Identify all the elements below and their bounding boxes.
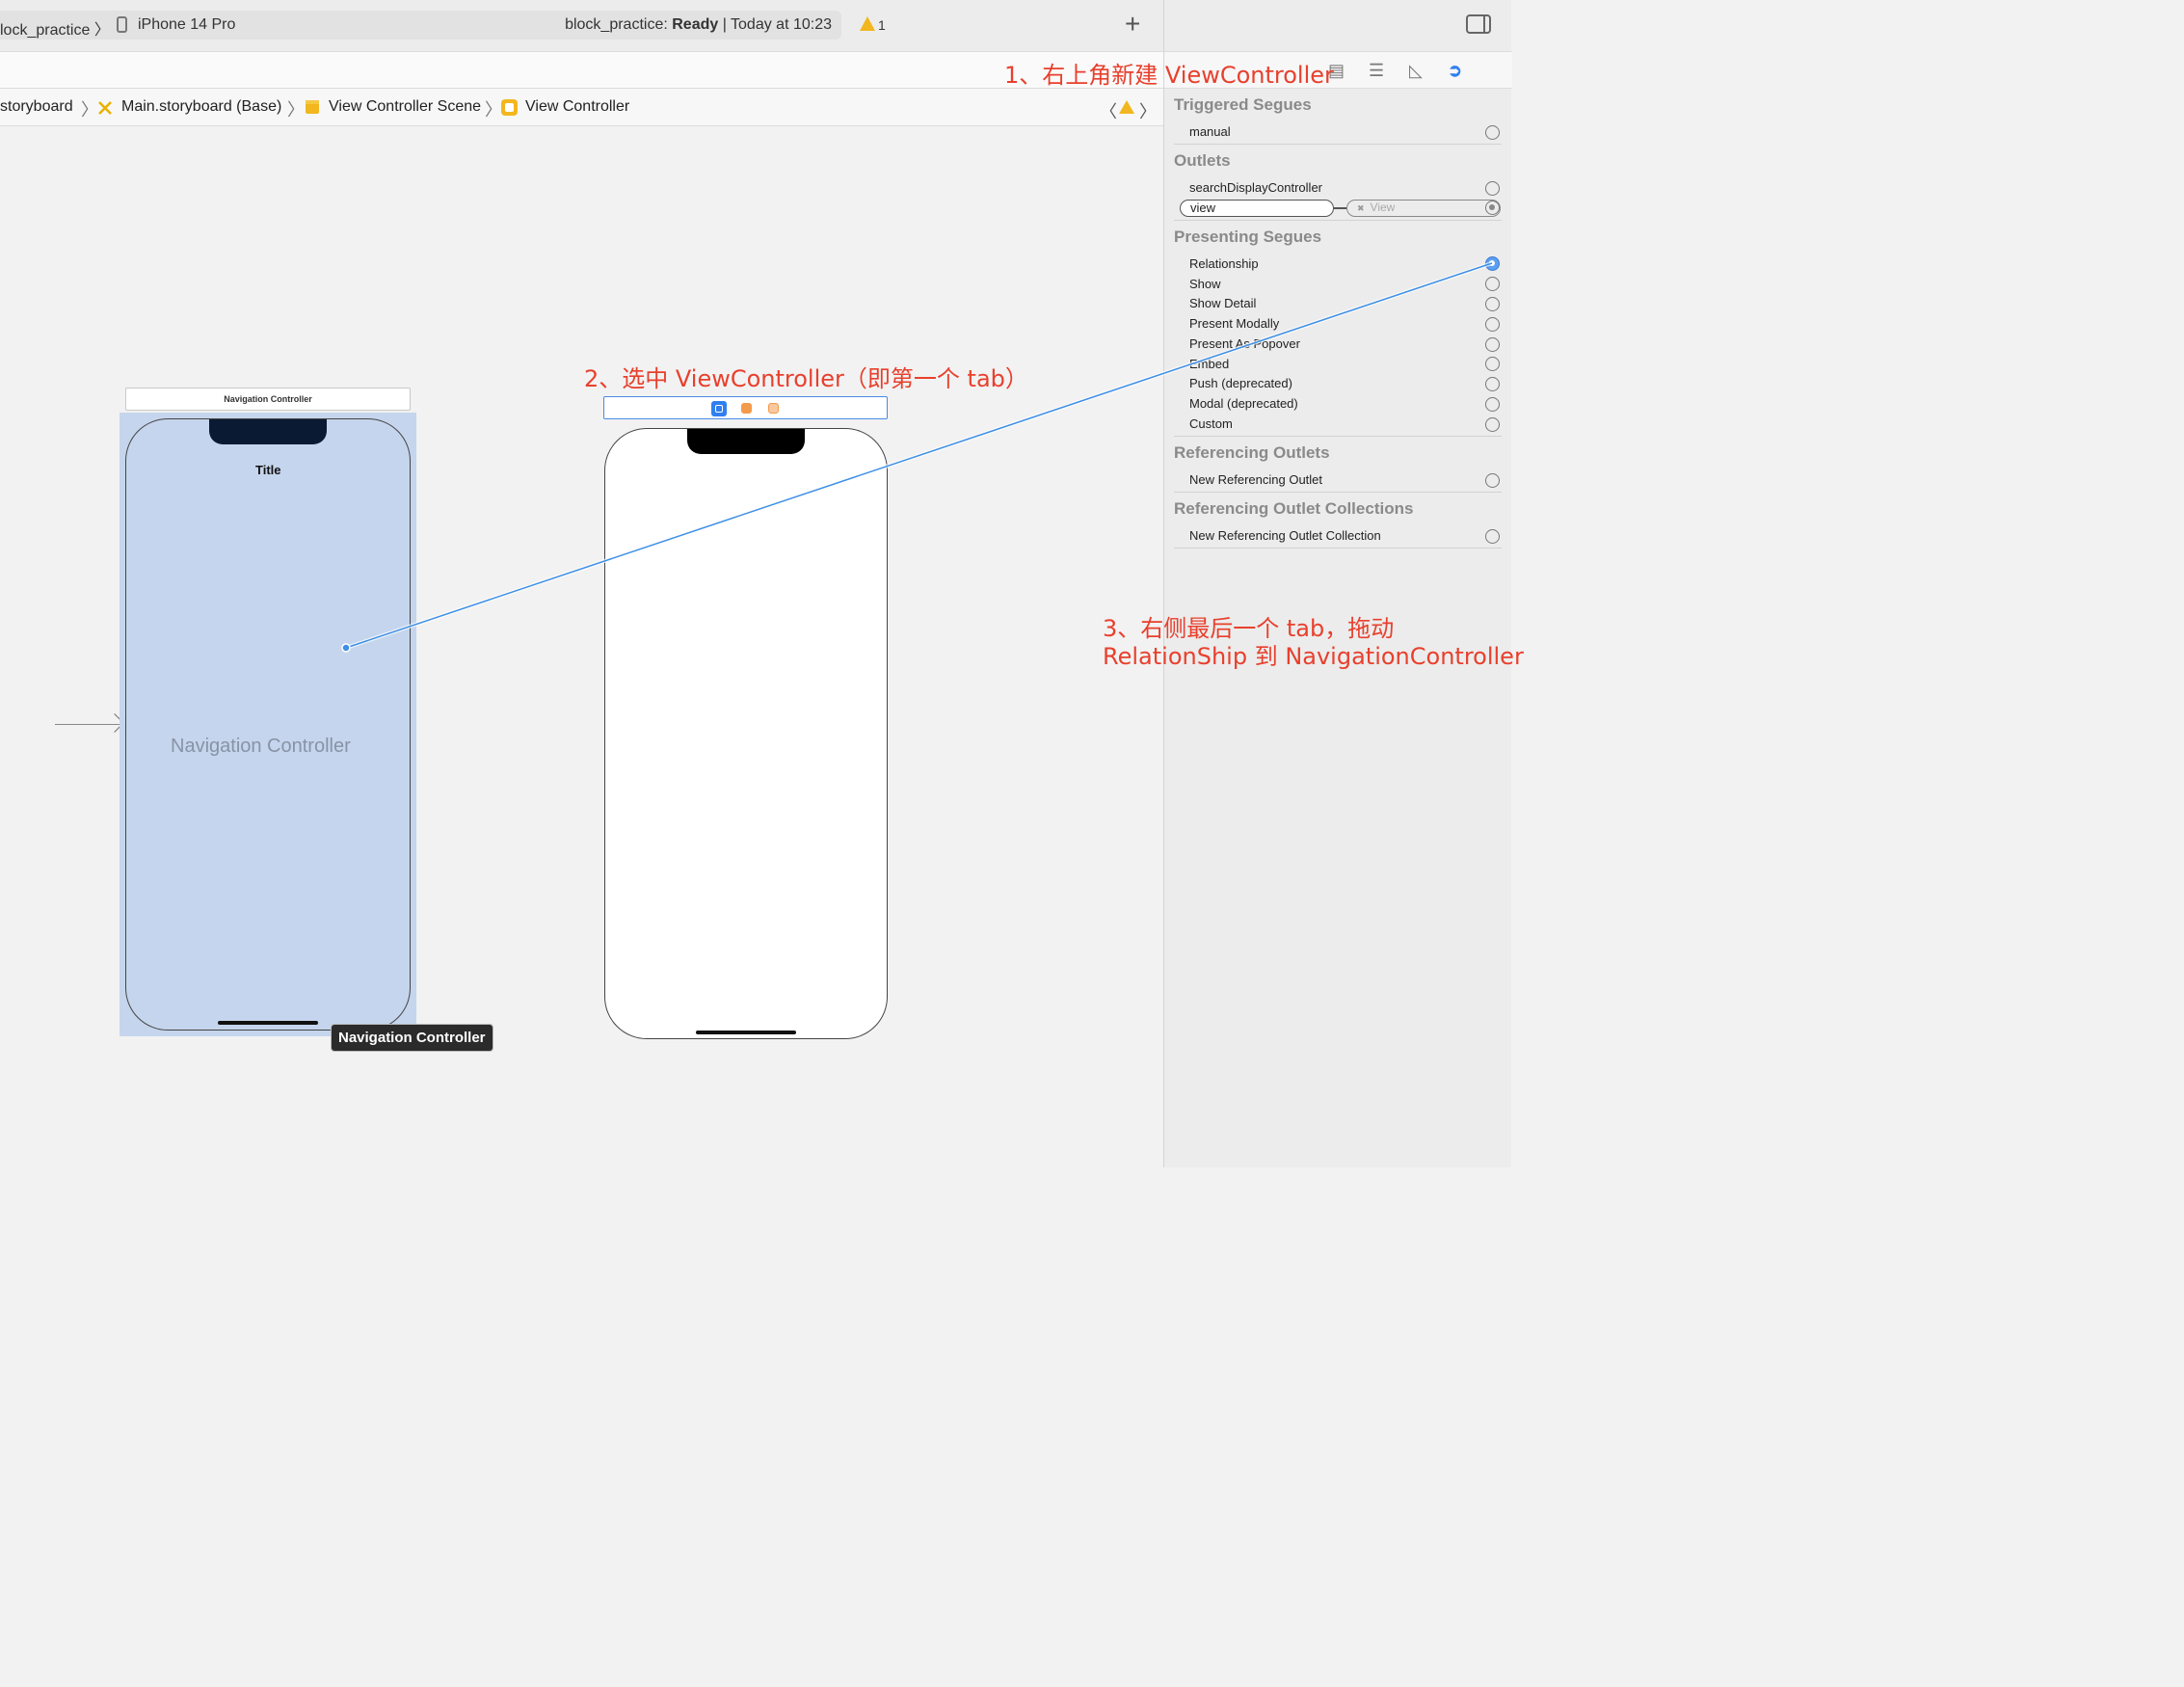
- inspector-top-bar: [1164, 0, 1512, 51]
- home-indicator: [218, 1021, 318, 1025]
- triggered-segues-title: Triggered Segues: [1174, 95, 1312, 114]
- segue-row-show-detail: Show Detail: [1189, 296, 1257, 310]
- segue-row-custom: Custom: [1189, 416, 1233, 431]
- warning-icon[interactable]: [1119, 100, 1134, 114]
- connection-line: [1334, 207, 1347, 209]
- connections-inspector-icon[interactable]: ➲: [1448, 61, 1463, 80]
- sidebar-toggle-icon[interactable]: [1466, 14, 1491, 34]
- breadcrumb: storyboard 〉 Main.storyboard (Base) 〉 Vi…: [0, 89, 1163, 126]
- toolbar: lock_practice 〉 iPhone 14 Pro block_prac…: [0, 0, 1163, 51]
- connection-circle[interactable]: [1485, 297, 1500, 311]
- navigation-controller-device-frame[interactable]: Title Navigation Controller: [125, 418, 411, 1031]
- navigation-controller-scene-header[interactable]: Navigation Controller: [125, 388, 411, 411]
- segue-row-present-as-popover: Present As Popover: [1189, 336, 1300, 351]
- iphone-icon: [117, 16, 127, 33]
- scene-icon: [306, 100, 319, 114]
- activity-view: [0, 11, 841, 40]
- annotation-step-3-line-1: 3、右侧最后一个 tab，拖动: [1103, 615, 1395, 642]
- navigation-controller-placeholder: Navigation Controller: [171, 736, 351, 757]
- connection-circle[interactable]: [1485, 473, 1500, 488]
- breadcrumb-item-scene[interactable]: View Controller Scene: [329, 98, 482, 115]
- connection-circle[interactable]: [1485, 277, 1500, 291]
- scheme-selector[interactable]: lock_practice 〉: [0, 22, 110, 39]
- connection-circle-active[interactable]: [1485, 256, 1500, 271]
- divider: [1174, 436, 1502, 437]
- breadcrumb-item-view-controller[interactable]: View Controller: [525, 98, 630, 115]
- tooltip: Navigation Controller: [331, 1024, 493, 1052]
- segue-row-embed: Embed: [1189, 357, 1230, 371]
- entry-point-arrow[interactable]: [55, 724, 122, 725]
- view-controller-scene-header[interactable]: [603, 396, 888, 419]
- referencing-outlet-collections-title: Referencing Outlet Collections: [1174, 499, 1414, 518]
- warning-icon[interactable]: [860, 16, 875, 31]
- breadcrumb-item-main-storyboard[interactable]: Main.storyboard (Base): [121, 98, 282, 115]
- outlet-view[interactable]: view: [1180, 200, 1334, 217]
- outlets-title: Outlets: [1174, 151, 1231, 170]
- ruler-icon[interactable]: ◺: [1409, 61, 1423, 80]
- segue-row-relationship: Relationship: [1189, 256, 1259, 271]
- divider: [1174, 220, 1502, 221]
- segue-row-present-modally: Present Modally: [1189, 316, 1280, 331]
- exit-icon[interactable]: [768, 403, 779, 414]
- presenting-segues-title: Presenting Segues: [1174, 228, 1322, 246]
- chevron-right-icon: 〉: [485, 100, 502, 120]
- build-status: block_practice: Ready | Today at 10:23: [565, 16, 832, 33]
- connection-circle[interactable]: [1485, 181, 1500, 196]
- add-button[interactable]: +: [1125, 9, 1141, 39]
- divider: [1174, 548, 1502, 549]
- warning-count[interactable]: 1: [878, 17, 886, 33]
- chevron-right-icon: 〉: [287, 100, 305, 120]
- storyboard-icon: [98, 101, 112, 115]
- view-controller-icon: [501, 99, 518, 116]
- connection-circle[interactable]: [1485, 377, 1500, 391]
- referencing-outlets-title: Referencing Outlets: [1174, 443, 1330, 462]
- attributes-inspector-icon[interactable]: ▤: [1328, 61, 1345, 80]
- size-inspector-icon[interactable]: ☰: [1369, 61, 1385, 80]
- device-notch: [209, 419, 327, 444]
- inspector-tabs: ▤ ☰ ◺ ➲: [1164, 51, 1512, 89]
- outlet-view-target[interactable]: ✖View: [1346, 200, 1501, 217]
- annotation-step-2: 2、选中 ViewController（即第一个 tab）: [584, 365, 1028, 392]
- segue-row-show: Show: [1189, 277, 1221, 291]
- breadcrumb-item-storyboard-folder[interactable]: storyboard: [0, 98, 73, 115]
- connection-circle-connected[interactable]: [1485, 201, 1500, 215]
- connection-circle[interactable]: [1485, 337, 1500, 352]
- device-notch: [687, 429, 805, 454]
- new-referencing-outlet-collection: New Referencing Outlet Collection: [1189, 528, 1381, 543]
- connection-circle[interactable]: [1485, 417, 1500, 432]
- annotation-step-3-line-2: RelationShip 到 NavigationController: [1103, 643, 1524, 670]
- divider: [1174, 144, 1502, 145]
- view-controller-icon[interactable]: [711, 401, 727, 416]
- editor-tab-bar: [0, 51, 1163, 89]
- divider: [1174, 492, 1502, 493]
- chevron-left-icon[interactable]: 〈: [1100, 102, 1117, 121]
- connection-circle[interactable]: [1485, 317, 1500, 332]
- navigation-bar-title: Title: [255, 463, 281, 477]
- home-indicator: [696, 1031, 796, 1034]
- device-selector[interactable]: iPhone 14 Pro: [138, 16, 236, 33]
- chevron-right-icon: 〉: [81, 100, 98, 120]
- segue-row-manual: manual: [1189, 124, 1231, 139]
- outlet-row-search-display-controller: searchDisplayController: [1189, 180, 1322, 195]
- segue-row-modal: Modal (deprecated): [1189, 396, 1298, 411]
- close-icon[interactable]: ✖: [1357, 203, 1365, 213]
- storyboard-canvas[interactable]: Navigation Controller Title Navigation C…: [0, 126, 1163, 1167]
- connection-circle[interactable]: [1485, 397, 1500, 412]
- connection-circle[interactable]: [1485, 125, 1500, 140]
- connection-circle[interactable]: [1485, 529, 1500, 544]
- inspector-panel: ▤ ☰ ◺ ➲ Triggered Segues manual Outlets …: [1163, 0, 1512, 1167]
- chevron-right-icon[interactable]: 〉: [1139, 102, 1157, 121]
- first-responder-icon[interactable]: [741, 403, 752, 414]
- annotation-step-1: 1、右上角新建 ViewController: [1004, 62, 1334, 89]
- segue-row-push: Push (deprecated): [1189, 376, 1292, 390]
- connection-circle[interactable]: [1485, 357, 1500, 371]
- new-referencing-outlet: New Referencing Outlet: [1189, 472, 1323, 487]
- view-controller-device-frame[interactable]: [604, 428, 888, 1039]
